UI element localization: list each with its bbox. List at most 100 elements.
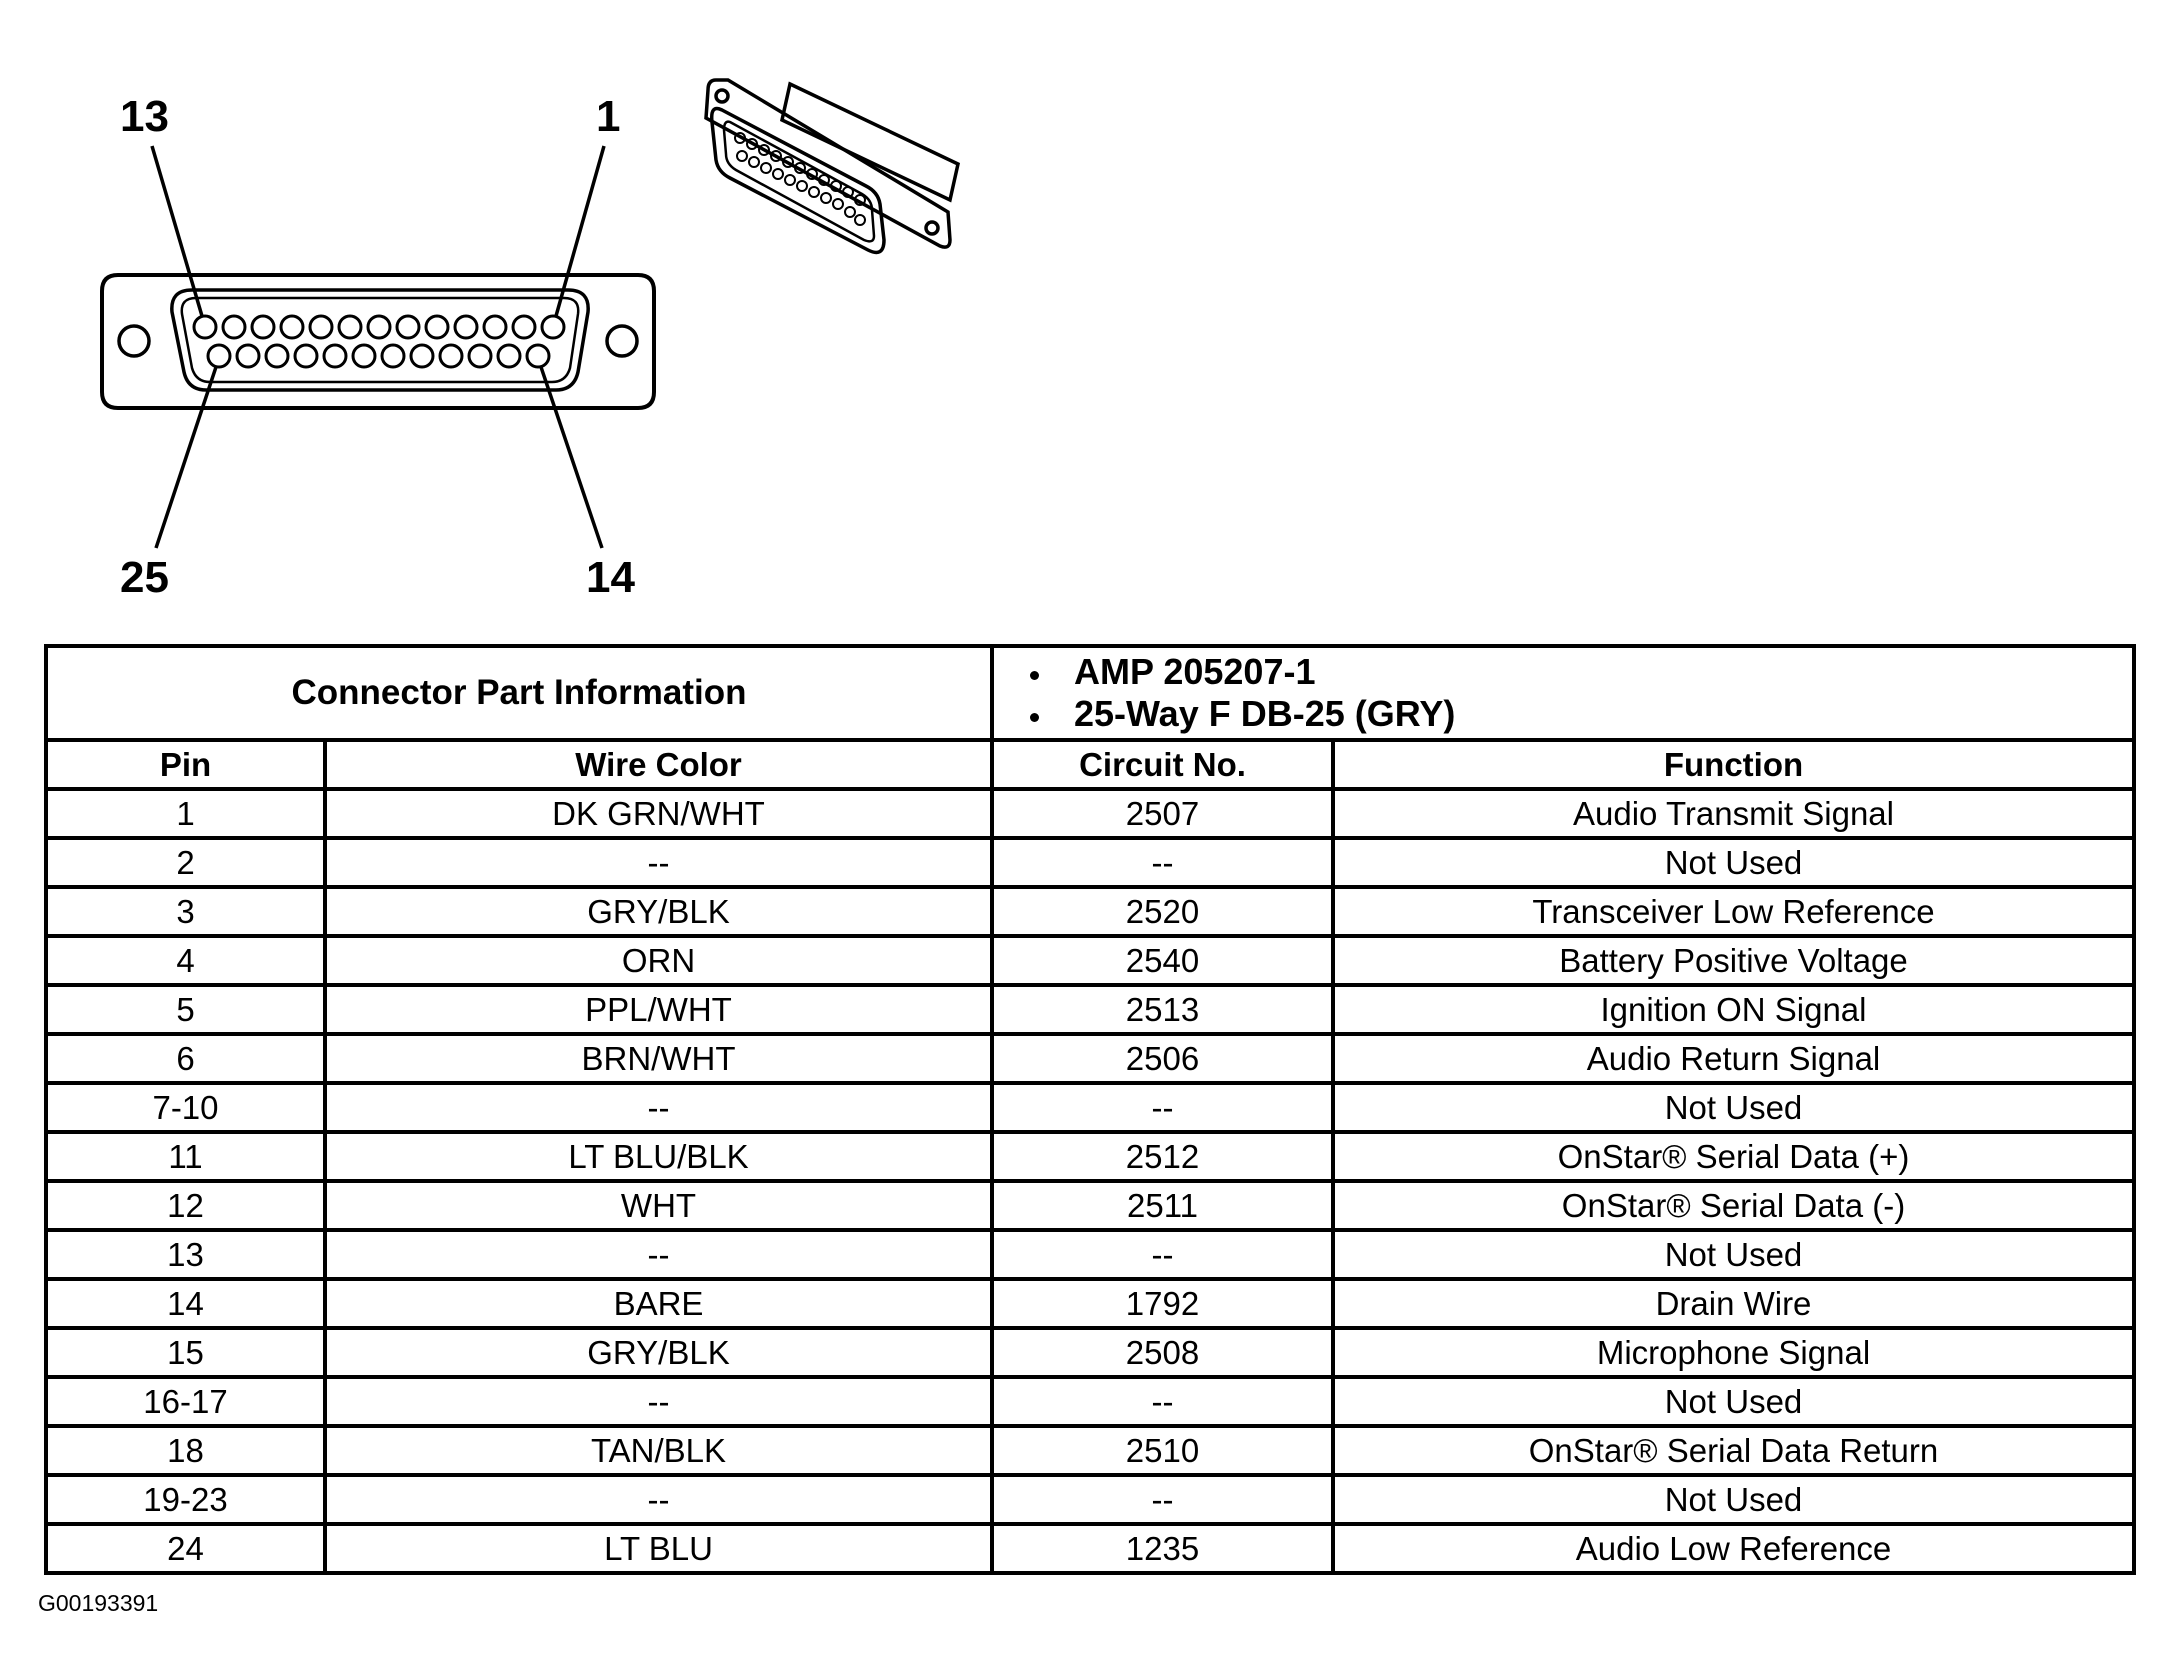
- cell-function: Not Used: [1331, 1228, 2136, 1281]
- socket-d-outline-outer: [170, 288, 590, 392]
- header-wire-color: Wire Color: [323, 738, 994, 791]
- perspective-mount-hole: [714, 88, 730, 104]
- pin-9: [308, 314, 334, 340]
- cell-wire-color: BRN/WHT: [323, 1032, 994, 1085]
- cell-circuit-no: 2511: [990, 1179, 1335, 1232]
- cell-circuit-no: 2507: [990, 787, 1335, 840]
- connector-description: 25-Way F DB-25 (GRY): [1030, 693, 2130, 735]
- cell-pin: 16-17: [44, 1375, 327, 1428]
- cell-circuit-no: 1792: [990, 1277, 1335, 1330]
- cell-wire-color: BARE: [323, 1277, 994, 1330]
- cell-function: Not Used: [1331, 1473, 2136, 1526]
- leader-line-13: [150, 145, 204, 317]
- cell-circuit-no: --: [990, 1081, 1335, 1134]
- pin-callout-14: 14: [586, 553, 635, 602]
- cell-wire-color: WHT: [323, 1179, 994, 1232]
- cell-function: Ignition ON Signal: [1331, 983, 2136, 1036]
- pin-18: [409, 343, 435, 369]
- cell-wire-color: GRY/BLK: [323, 1326, 994, 1379]
- cell-pin: 14: [44, 1277, 327, 1330]
- cell-circuit-no: 2512: [990, 1130, 1335, 1183]
- table-row: 16-17----Not Used: [44, 1375, 2136, 1428]
- pin-12: [221, 314, 247, 340]
- pin-5: [424, 314, 450, 340]
- cell-wire-color: GRY/BLK: [323, 885, 994, 938]
- cell-circuit-no: --: [990, 836, 1335, 889]
- pin-11: [250, 314, 276, 340]
- cell-circuit-no: 2520: [990, 885, 1335, 938]
- header-function: Function: [1331, 738, 2136, 791]
- pin-22: [293, 343, 319, 369]
- perspective-shell-front: [709, 106, 886, 255]
- pin-7: [366, 314, 392, 340]
- cell-wire-color: --: [323, 836, 994, 889]
- pin-6: [395, 314, 421, 340]
- cell-function: Transceiver Low Reference: [1331, 885, 2136, 938]
- cell-circuit-no: --: [990, 1473, 1335, 1526]
- cell-pin: 19-23: [44, 1473, 327, 1526]
- pin-callout-25: 25: [120, 553, 169, 602]
- pin-row-bottom: [206, 343, 551, 369]
- socket-d-outline-inner: [180, 296, 580, 384]
- connector-info-label: Connector Part Information: [44, 644, 994, 742]
- figure-id: G00193391: [38, 1590, 159, 1616]
- pin-8: [337, 314, 363, 340]
- table-row: 2----Not Used: [44, 836, 2136, 889]
- cell-function: Audio Return Signal: [1331, 1032, 2136, 1085]
- pin-17: [438, 343, 464, 369]
- cell-pin: 12: [44, 1179, 327, 1232]
- pin-23: [264, 343, 290, 369]
- cell-function: Not Used: [1331, 1081, 2136, 1134]
- cell-function: Battery Positive Voltage: [1331, 934, 2136, 987]
- cell-pin: 6: [44, 1032, 327, 1085]
- pin-3: [482, 314, 508, 340]
- leader-line-14: [539, 366, 604, 549]
- cell-circuit-no: 2508: [990, 1326, 1335, 1379]
- table-row: 13----Not Used: [44, 1228, 2136, 1281]
- mounting-hole-right: [605, 324, 639, 358]
- mounting-hole-left: [117, 324, 151, 358]
- cell-circuit-no: 2540: [990, 934, 1335, 987]
- cell-function: OnStar® Serial Data Return: [1331, 1424, 2136, 1477]
- header-circuit-no: Circuit No.: [990, 738, 1335, 791]
- cell-wire-color: LT BLU/BLK: [323, 1130, 994, 1183]
- leader-line-1: [554, 145, 606, 317]
- cell-function: Not Used: [1331, 836, 2136, 889]
- connector-info-row: Connector Part Information AMP 205207-1 …: [44, 644, 2136, 742]
- cell-pin: 11: [44, 1130, 327, 1183]
- pin-20: [351, 343, 377, 369]
- connector-shell-outline: [100, 273, 656, 410]
- pin-callout-1: 1: [596, 92, 621, 141]
- cell-wire-color: DK GRN/WHT: [323, 787, 994, 840]
- perspective-mount-hole-right: [924, 220, 940, 236]
- cell-pin: 4: [44, 934, 327, 987]
- cell-circuit-no: --: [990, 1228, 1335, 1281]
- cell-function: Microphone Signal: [1331, 1326, 2136, 1379]
- cell-wire-color: --: [323, 1375, 994, 1428]
- cell-pin: 18: [44, 1424, 327, 1477]
- connector-part-number: AMP 205207-1: [1030, 651, 2130, 693]
- pin-10: [279, 314, 305, 340]
- cell-pin: 24: [44, 1522, 327, 1575]
- leader-line-25: [154, 366, 218, 549]
- cell-pin: 2: [44, 836, 327, 889]
- pin-13: [192, 314, 218, 340]
- cell-pin: 3: [44, 885, 327, 938]
- cell-function: Drain Wire: [1331, 1277, 2136, 1330]
- cell-wire-color: --: [323, 1081, 994, 1134]
- cell-wire-color: --: [323, 1228, 994, 1281]
- cell-function: Audio Low Reference: [1331, 1522, 2136, 1575]
- table-row: 19-23----Not Used: [44, 1473, 2136, 1526]
- pin-19: [380, 343, 406, 369]
- cell-circuit-no: 1235: [990, 1522, 1335, 1575]
